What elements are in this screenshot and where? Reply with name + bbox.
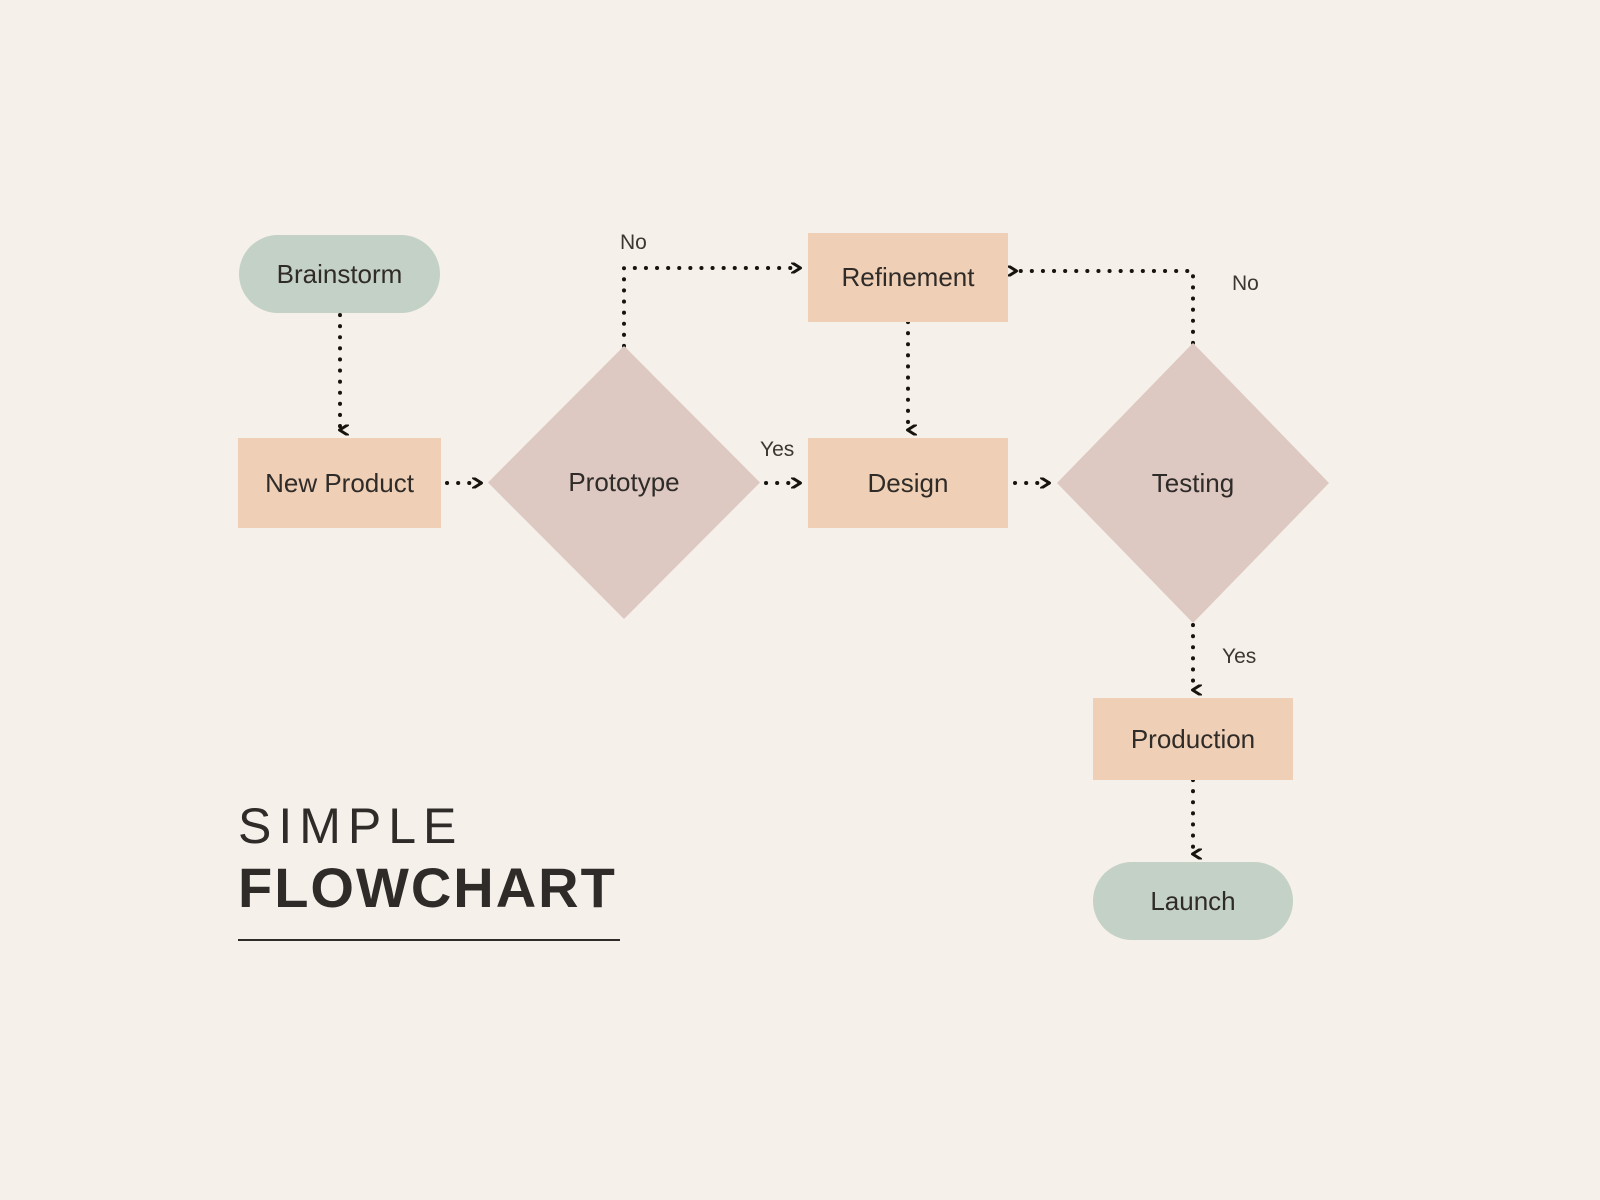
title-line-simple: SIMPLE [238, 798, 464, 854]
node-testing-label: Testing [1151, 467, 1235, 498]
node-brainstorm-label: Brainstorm [276, 258, 403, 289]
edge-label-prototype-no: No [620, 231, 647, 254]
title-line-flowchart: FLOWCHART [238, 855, 617, 919]
node-production[interactable]: Production [1093, 698, 1293, 780]
node-testing[interactable]: Testing [1057, 343, 1329, 623]
edge-label-prototype-yes: Yes [760, 438, 795, 461]
node-prototype-label: Prototype [568, 467, 680, 497]
node-refinement[interactable]: Refinement [808, 233, 1008, 322]
edge-label-testing-yes: Yes [1222, 645, 1257, 668]
node-design-label: Design [867, 467, 949, 498]
node-launch[interactable]: Launch [1093, 862, 1293, 940]
node-prototype[interactable]: Prototype [488, 346, 760, 619]
node-design[interactable]: Design [808, 438, 1008, 528]
title-underline-rule [238, 939, 620, 942]
connector-prototype-no-to-refinement [622, 268, 802, 348]
node-launch-label: Launch [1150, 885, 1236, 916]
node-refinement-label: Refinement [841, 262, 975, 293]
title-block: SIMPLE FLOWCHART [238, 798, 658, 942]
node-production-label: Production [1130, 723, 1256, 754]
node-new-product-label: New Product [265, 467, 414, 498]
edge-label-testing-no: No [1232, 272, 1259, 295]
node-brainstorm[interactable]: Brainstorm [239, 235, 440, 313]
connector-testing-no-to-refinement [1016, 271, 1195, 345]
node-new-product[interactable]: New Product [238, 438, 441, 528]
